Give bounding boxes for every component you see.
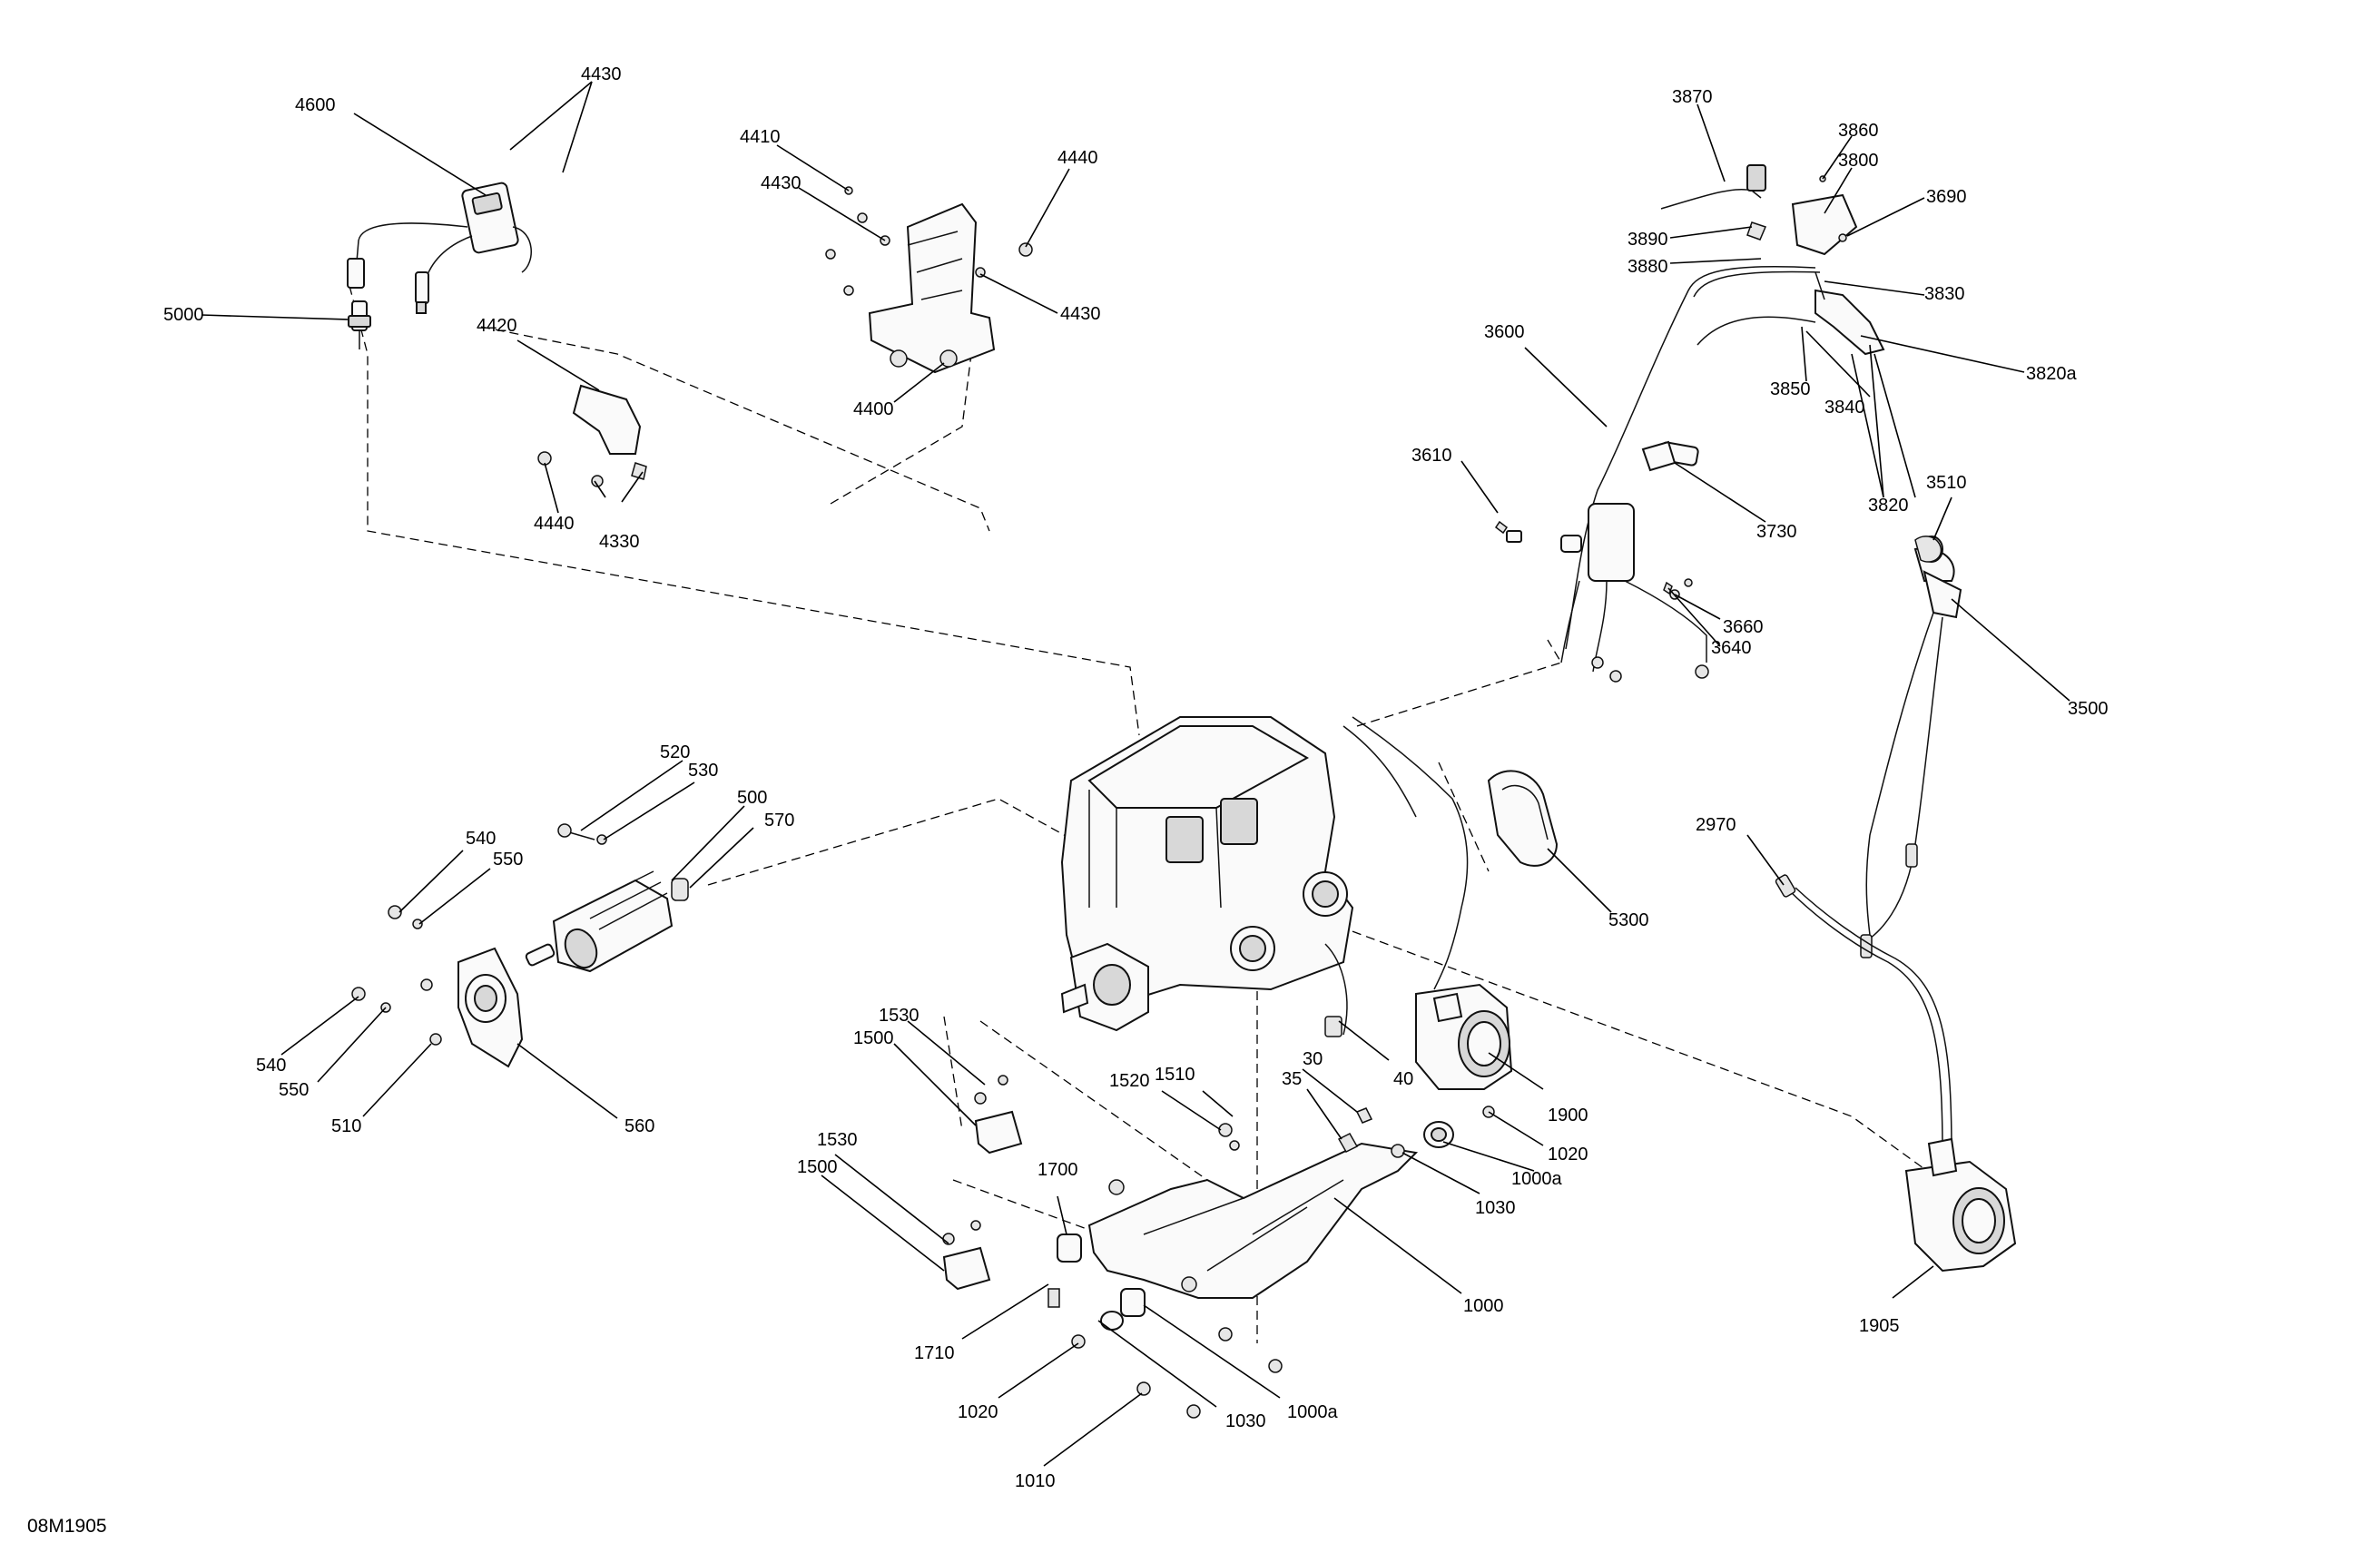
- carburetor-1900: [1415, 983, 1513, 1090]
- callout-3860: 3860: [1838, 121, 1879, 141]
- callout-4330: 4330: [599, 532, 640, 552]
- callout-3690: 3690: [1926, 187, 1967, 207]
- callout-1710: 1710: [914, 1343, 955, 1363]
- callout-570: 570: [764, 811, 794, 830]
- callout-4600: 4600: [295, 95, 336, 115]
- coil-bracket: [537, 384, 647, 487]
- callout-4430: 4430: [1060, 304, 1101, 324]
- callout-3800: 3800: [1838, 151, 1879, 171]
- callout-520: 520: [660, 742, 690, 762]
- callout-3890: 3890: [1628, 230, 1668, 250]
- callout-1030: 1030: [1475, 1198, 1516, 1218]
- engine-mounts: [942, 1075, 1495, 1419]
- callout-3610: 3610: [1411, 446, 1452, 466]
- callout-1030: 1030: [1225, 1411, 1266, 1431]
- callout-4420: 4420: [477, 316, 517, 336]
- callout-4430: 4430: [581, 64, 622, 84]
- callout-1530: 1530: [879, 1006, 920, 1026]
- callout-35: 35: [1282, 1069, 1302, 1089]
- engine-support-1000: [1087, 1142, 1419, 1373]
- callout-3880: 3880: [1628, 257, 1668, 277]
- callout-1900: 1900: [1548, 1106, 1588, 1125]
- callout-1905: 1905: [1859, 1316, 1900, 1336]
- callout-3600: 3600: [1484, 322, 1525, 342]
- callout-1000a: 1000a: [1511, 1169, 1562, 1189]
- callout-1530: 1530: [817, 1130, 858, 1150]
- callout-3730: 3730: [1756, 522, 1797, 542]
- rewind-cover-5300: [1487, 770, 1559, 867]
- callout-3870: 3870: [1672, 87, 1713, 107]
- callout-1510: 1510: [1155, 1065, 1195, 1085]
- callout-540: 540: [466, 829, 496, 849]
- callout-1000: 1000: [1463, 1296, 1504, 1316]
- callout-4440: 4440: [1057, 148, 1098, 168]
- callout-530: 530: [688, 761, 718, 781]
- callout-4410: 4410: [740, 127, 781, 147]
- callout-3850: 3850: [1770, 379, 1811, 399]
- diagram-code: 08M1905: [27, 1516, 107, 1537]
- oil-cable: [1860, 536, 1962, 958]
- leader-lines: [201, 81, 2070, 1467]
- callout-510: 510: [331, 1116, 361, 1136]
- callout-1010: 1010: [1015, 1471, 1056, 1491]
- callout-1020: 1020: [1548, 1145, 1588, 1165]
- callout-3830: 3830: [1924, 284, 1965, 304]
- callout-3820a: 3820a: [2026, 364, 2077, 384]
- callout-1020: 1020: [958, 1402, 998, 1422]
- callout-540: 540: [256, 1056, 286, 1076]
- callout-1520: 1520: [1109, 1071, 1150, 1091]
- callout-3820: 3820: [1868, 496, 1909, 516]
- callout-2970: 2970: [1696, 815, 1736, 835]
- callout-30: 30: [1303, 1049, 1323, 1069]
- callout-5300: 5300: [1608, 910, 1649, 930]
- ecm-bracket: [825, 186, 1033, 374]
- starter-motor: [525, 823, 689, 973]
- callout-5000: 5000: [163, 305, 204, 325]
- callout-4430: 4430: [761, 173, 802, 193]
- callout-4440: 4440: [534, 514, 575, 534]
- fuel-line-2970: [1775, 874, 1952, 1154]
- callout-550: 550: [493, 850, 523, 870]
- callout-500: 500: [737, 788, 767, 808]
- callout-4400: 4400: [853, 399, 894, 419]
- spark-plug: [348, 300, 371, 349]
- callout-1700: 1700: [1038, 1160, 1078, 1180]
- callout-1500: 1500: [797, 1157, 838, 1177]
- misc-hardware: [1494, 520, 1942, 595]
- callout-3840: 3840: [1824, 398, 1865, 418]
- callout-3640: 3640: [1711, 638, 1752, 658]
- throttle-cable-and-lever: [1560, 265, 1885, 683]
- callout-3510: 3510: [1926, 473, 1967, 493]
- ignition-coil-assembly: [347, 182, 532, 314]
- callout-1500: 1500: [853, 1028, 894, 1048]
- callout-labels: 4430 4600 5000 4420 4440 4330 4410 4430 …: [163, 64, 2109, 1491]
- engine-block: [1060, 716, 1469, 1037]
- carburetor-1905: [1904, 1137, 2017, 1273]
- callout-560: 560: [625, 1116, 654, 1136]
- callout-1000a: 1000a: [1287, 1402, 1338, 1422]
- callout-3660: 3660: [1723, 617, 1764, 637]
- callout-3500: 3500: [2068, 699, 2109, 719]
- cable-3730-grommet: [1641, 440, 1677, 472]
- callout-40: 40: [1393, 1069, 1413, 1089]
- callout-550: 550: [279, 1080, 309, 1100]
- starter-support: [351, 905, 524, 1068]
